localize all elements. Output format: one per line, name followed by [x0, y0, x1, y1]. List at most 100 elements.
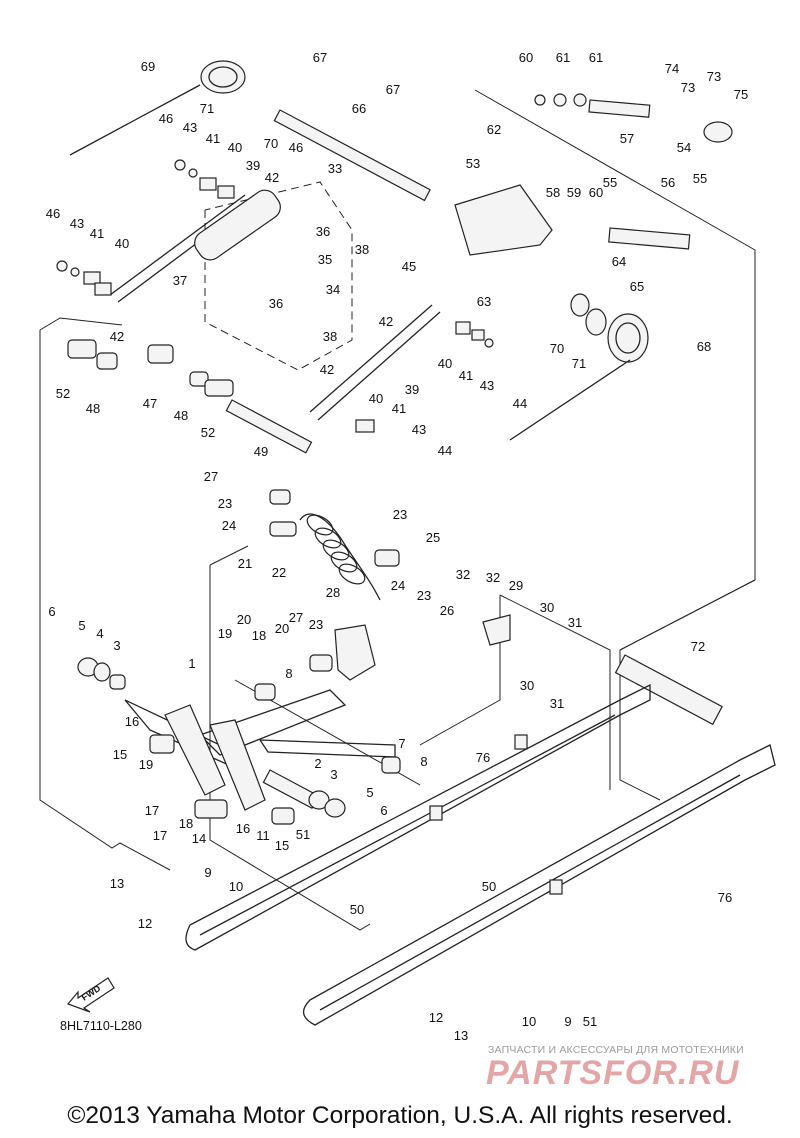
callout-28: 28 — [326, 585, 340, 600]
callout-46: 46 — [46, 206, 60, 221]
callout-5: 5 — [78, 618, 85, 633]
callout-23: 23 — [417, 588, 431, 603]
callout-43: 43 — [480, 378, 494, 393]
callout-12: 12 — [138, 916, 152, 931]
callout-59: 59 — [567, 185, 581, 200]
callout-23: 23 — [218, 496, 232, 511]
callout-7: 7 — [398, 736, 405, 751]
callout-32: 32 — [486, 570, 500, 585]
callout-52: 52 — [56, 386, 70, 401]
callout-22: 22 — [272, 565, 286, 580]
callout-56: 56 — [661, 175, 675, 190]
callout-68: 68 — [697, 339, 711, 354]
callout-43: 43 — [412, 422, 426, 437]
watermark-subtitle: ЗАПЧАСТИ И АКСЕССУАРЫ ДЛЯ МОТОТЕХНИКИ — [488, 1044, 744, 1056]
callout-46: 46 — [289, 140, 303, 155]
callout-42: 42 — [379, 314, 393, 329]
callout-40: 40 — [369, 391, 383, 406]
callout-54: 54 — [677, 140, 691, 155]
callout-44: 44 — [513, 396, 527, 411]
callout-10: 10 — [522, 1014, 536, 1029]
callout-60: 60 — [589, 185, 603, 200]
callout-73: 73 — [707, 69, 721, 84]
callout-69: 69 — [141, 59, 155, 74]
callout-16: 16 — [236, 821, 250, 836]
callout-39: 39 — [246, 158, 260, 173]
callout-44: 44 — [438, 443, 452, 458]
callout-23: 23 — [393, 507, 407, 522]
callout-26: 26 — [440, 603, 454, 618]
callout-3: 3 — [330, 767, 337, 782]
callout-30: 30 — [520, 678, 534, 693]
callout-43: 43 — [70, 216, 84, 231]
callout-9: 9 — [564, 1014, 571, 1029]
callout-5: 5 — [366, 785, 373, 800]
callout-55: 55 — [693, 171, 707, 186]
callout-32: 32 — [456, 567, 470, 582]
callout-29: 29 — [509, 578, 523, 593]
callout-41: 41 — [90, 226, 104, 241]
callout-33: 33 — [328, 161, 342, 176]
callout-42: 42 — [110, 329, 124, 344]
callout-58: 58 — [546, 185, 560, 200]
callout-71: 71 — [200, 101, 214, 116]
front-arm-assembly — [77, 657, 401, 825]
callout-61: 61 — [556, 50, 570, 65]
callout-1: 1 — [188, 656, 195, 671]
callout-36: 36 — [269, 296, 283, 311]
callout-34: 34 — [326, 282, 340, 297]
callout-55: 55 — [603, 175, 617, 190]
callout-75: 75 — [734, 87, 748, 102]
callout-66: 66 — [352, 101, 366, 116]
callout-20: 20 — [275, 621, 289, 636]
callout-6: 6 — [380, 803, 387, 818]
callout-13: 13 — [110, 876, 124, 891]
callout-18: 18 — [179, 816, 193, 831]
copyright-notice: ©2013 Yamaha Motor Corporation, U.S.A. A… — [67, 1102, 733, 1129]
callout-17: 17 — [145, 803, 159, 818]
callout-8: 8 — [420, 754, 427, 769]
callout-60: 60 — [519, 50, 533, 65]
callout-74: 74 — [665, 61, 679, 76]
callout-3: 3 — [113, 638, 120, 653]
callout-73: 73 — [681, 80, 695, 95]
callout-27: 27 — [289, 610, 303, 625]
callout-51: 51 — [296, 827, 310, 842]
callout-9: 9 — [204, 865, 211, 880]
callout-48: 48 — [174, 408, 188, 423]
watermark-logo: PARTSFOR.RU — [486, 1054, 740, 1090]
callout-24: 24 — [391, 578, 405, 593]
callout-76: 76 — [476, 750, 490, 765]
callout-4: 4 — [96, 626, 103, 641]
fwd-arrow-icon: FWD — [66, 977, 115, 1013]
callout-37: 37 — [173, 273, 187, 288]
callout-38: 38 — [355, 242, 369, 257]
callout-72: 72 — [691, 639, 705, 654]
callout-41: 41 — [392, 401, 406, 416]
callout-64: 64 — [612, 254, 626, 269]
callout-76: 76 — [718, 890, 732, 905]
callout-47: 47 — [143, 396, 157, 411]
callout-65: 65 — [630, 279, 644, 294]
callout-12: 12 — [429, 1010, 443, 1025]
callout-57: 57 — [620, 131, 634, 146]
slide-rails — [185, 683, 776, 1026]
callout-20: 20 — [237, 612, 251, 627]
callout-41: 41 — [206, 131, 220, 146]
callout-14: 14 — [192, 831, 206, 846]
callout-53: 53 — [466, 156, 480, 171]
callout-13: 13 — [454, 1028, 468, 1043]
callout-40: 40 — [115, 236, 129, 251]
callout-24: 24 — [222, 518, 236, 533]
callout-25: 25 — [426, 530, 440, 545]
svg-text:PARTSFOR.RU: PARTSFOR.RU — [486, 1054, 740, 1090]
callout-41: 41 — [459, 368, 473, 383]
callout-40: 40 — [438, 356, 452, 371]
callout-43: 43 — [183, 120, 197, 135]
callout-63: 63 — [477, 294, 491, 309]
callout-18: 18 — [252, 628, 266, 643]
callout-52: 52 — [201, 425, 215, 440]
callout-71: 71 — [572, 356, 586, 371]
